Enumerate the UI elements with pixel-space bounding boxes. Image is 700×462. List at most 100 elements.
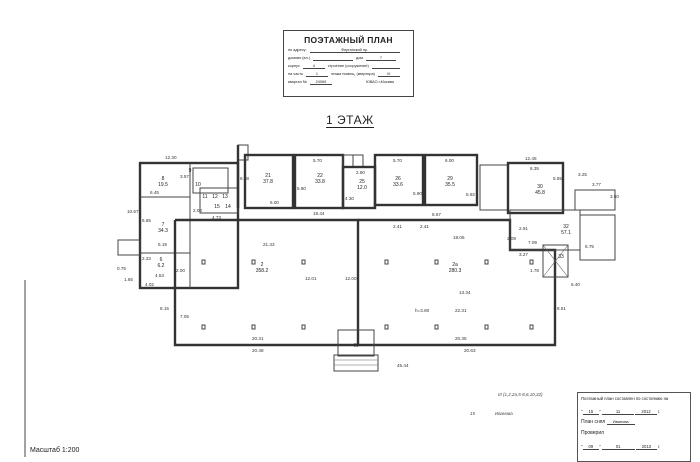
korpus-label: корпус (288, 64, 300, 68)
dimension-label: 20.31 (252, 336, 264, 341)
room-number: 2а (452, 262, 458, 268)
dom-value: 7 (365, 56, 396, 61)
dimension-label: 1.65 (124, 277, 133, 282)
room-area: 45.8 (535, 190, 545, 196)
dimension-label: 8.15 (160, 306, 169, 311)
stair-left (117, 239, 141, 256)
room-number: III (354, 343, 358, 349)
floor-room-value: III (377, 72, 400, 77)
dimension-label: 3.27 (519, 252, 528, 257)
stair-1 (192, 167, 229, 194)
dimension-label: 6.00 (445, 158, 454, 163)
title-block: ПОЭТАЖНЫЙ ПЛАН по адресу:Ферганский пр. … (283, 30, 414, 97)
dimension-label: 6.65 (142, 218, 151, 223)
dimension-label: 5.92 (466, 192, 475, 197)
dimension-label: 6.00 (270, 200, 279, 205)
dimension-label: 20.35 (455, 336, 467, 341)
note-signature: Иванова (495, 411, 513, 416)
year-suffix: г. (657, 409, 661, 414)
dimension-label: 7.05 (180, 314, 189, 319)
surveyor-label: План снял (581, 419, 606, 425)
dimension-label: 20.63 (464, 348, 476, 353)
dimension-label: 2.41 (420, 224, 429, 229)
dimension-label: 2.00 (176, 268, 185, 273)
room-number: 32 (563, 224, 569, 230)
room-number: 21 (265, 173, 271, 179)
dimension-label: 0.75 (117, 266, 126, 271)
part-label: на часть (288, 72, 303, 76)
room-area: 33.6 (393, 182, 403, 188)
room-area: 280.3 (449, 268, 462, 274)
dimension-label: 3.77 (592, 182, 601, 187)
room-number: 33 (558, 254, 564, 260)
quarter-value: 24069 (309, 80, 332, 85)
room-number: 10 (195, 182, 201, 188)
date2-year: 2013 (635, 444, 657, 450)
surveyor-name: Иванова (606, 419, 635, 425)
dom-label: дом (355, 56, 363, 60)
handwritten-note: III (1,2,2а,5-8,6,10,32) 15 Иванова (470, 392, 570, 432)
checked-label: Проверил (581, 430, 605, 436)
dimension-label: 1.78 (530, 268, 539, 273)
dimension-label: 2.80 (356, 170, 365, 175)
dimension-label: 5.19 (158, 242, 167, 247)
dimension-label: 5.55 (553, 176, 562, 181)
district: ЮВАО г.Москвы (365, 80, 395, 84)
house-label: домовл.(вл.) (288, 56, 310, 60)
dimension-label: 2.33 (142, 256, 151, 261)
elevator (542, 244, 569, 278)
date1-year: 2012 (635, 409, 657, 415)
room-area: 37.8 (263, 179, 273, 185)
dimension-label: 4.53 (155, 273, 164, 278)
address-value: Ферганский пр. (309, 48, 400, 53)
room-number: 15 (214, 204, 220, 210)
stair-2 (479, 164, 509, 211)
room-number: 6 (160, 257, 163, 263)
korpus-value: 4 (302, 64, 325, 69)
dimension-label: 6.75 (585, 244, 594, 249)
room-number: 22 (317, 173, 323, 179)
survey-stamp: Поэтажный план составлен по состоянию на… (577, 392, 691, 462)
room-area: 33.8 (315, 179, 325, 185)
dimension-label: 45.44 (397, 363, 409, 368)
dimension-label: 19.44 (313, 211, 325, 216)
floor-title: 1 ЭТАЖ (326, 113, 374, 128)
left-wing-wall (138, 161, 240, 290)
dimension-label: 8.67 (432, 212, 441, 217)
dimension-label: 5.90 (297, 186, 306, 191)
note-line: III (1,2,2а,5-8,6,10,32) (498, 392, 543, 397)
dimension-label: 12.48 (525, 156, 537, 161)
dimension-label: 12.01 (305, 276, 317, 281)
date1-month: 11 (601, 409, 635, 415)
columns (201, 259, 534, 330)
dimension-label: 4.02 (145, 282, 154, 287)
dimension-labels: 12.30 6.45 3.57 10.67 6.65 5.19 4.53 4.0… (117, 155, 619, 368)
dimension-label: 2.91 (519, 226, 528, 231)
room-number: 12 (212, 194, 218, 200)
room-21-wall (243, 153, 295, 210)
room-number: 9 (189, 168, 192, 174)
date2-day: 09 (582, 444, 600, 450)
room-area: 358.2 (256, 268, 269, 274)
dimension-label: 4.30 (345, 196, 354, 201)
room-number: 14 (225, 204, 231, 210)
entrance-vestibule (337, 329, 375, 357)
dimension-label: 7.09 (528, 240, 537, 245)
dimension-label: 8.35 (530, 166, 539, 171)
room-number: 29 (447, 176, 453, 182)
dimension-label: 2.09 (507, 236, 516, 241)
room-number: 7 (162, 222, 165, 228)
dimension-label: 2.00 (193, 208, 202, 213)
note-mark: 15 (470, 411, 476, 416)
year-suffix: г. (658, 444, 661, 449)
dimension-label: 12.30 (165, 155, 177, 160)
dimension-label: 4.73 (212, 215, 221, 220)
room-area: 19.5 (158, 182, 168, 188)
date1-day: 15 (582, 409, 600, 415)
room-number: 2 (261, 262, 264, 268)
room-area: 57.1 (561, 230, 571, 236)
room-area: 12.0 (357, 185, 367, 191)
room-area: 34.3 (158, 228, 168, 234)
quarter-label: квартал № (288, 80, 307, 84)
room-area: 6.2 (158, 263, 165, 269)
